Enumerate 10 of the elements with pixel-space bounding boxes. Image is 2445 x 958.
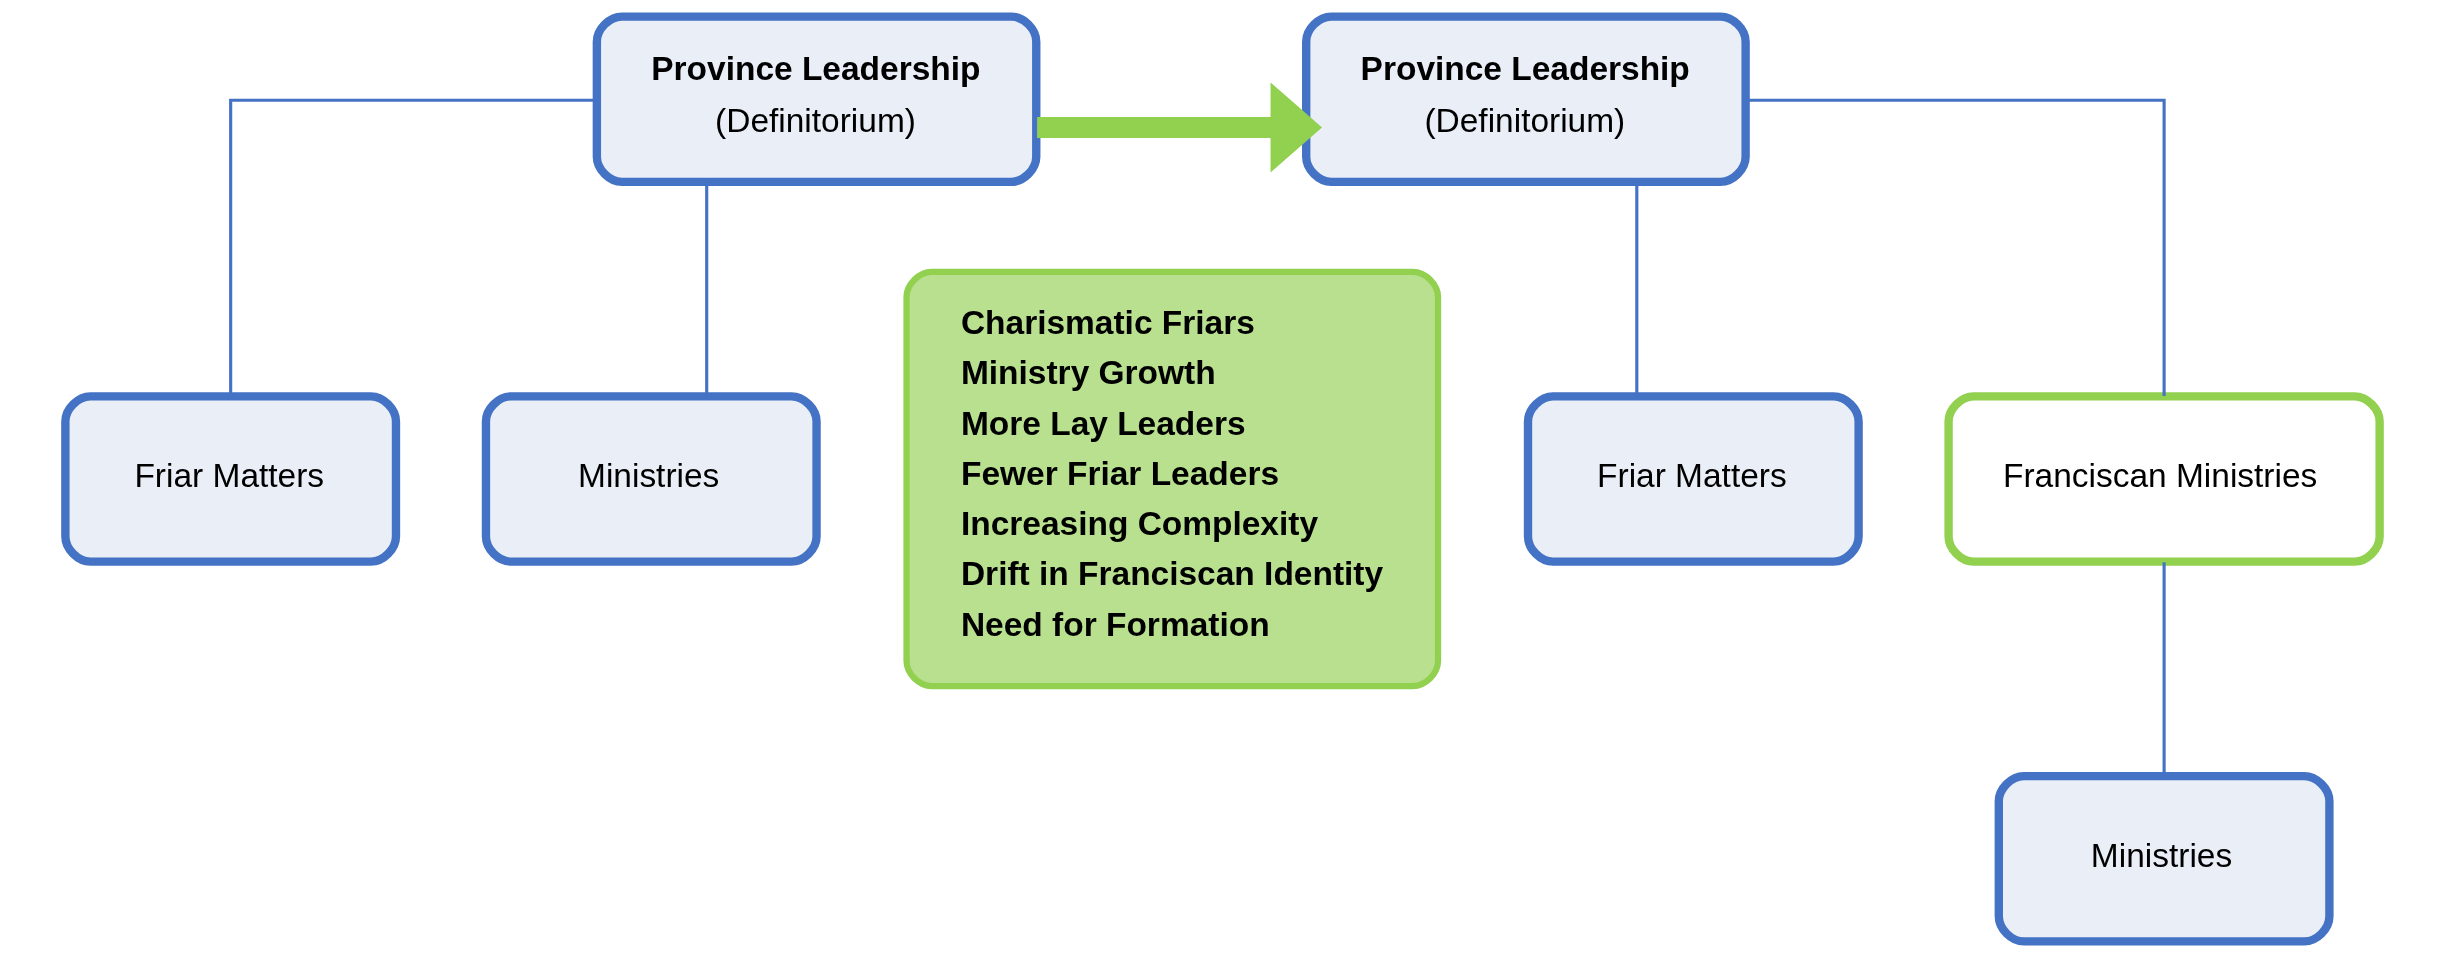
node-box: Ministries	[481, 392, 821, 566]
node-box: Province Leadership (Definitorium)	[592, 12, 1041, 187]
node-box: Friar Matters	[61, 392, 401, 566]
node-box: Franciscan Ministries	[1944, 392, 2384, 566]
node-box: Charismatic Friars Ministry Growth More Lay Leaders Fewer Friar Leaders Increasing Complexity Drift in Franciscan Identity Need for Formation	[903, 268, 1442, 690]
node-box: Ministries	[1994, 771, 2334, 946]
node-box: Province Leadership (Definitorium)	[1302, 12, 1750, 187]
connector	[1746, 98, 2166, 396]
node-box: Friar Matters	[1523, 392, 1863, 566]
arrow	[1037, 82, 1322, 173]
